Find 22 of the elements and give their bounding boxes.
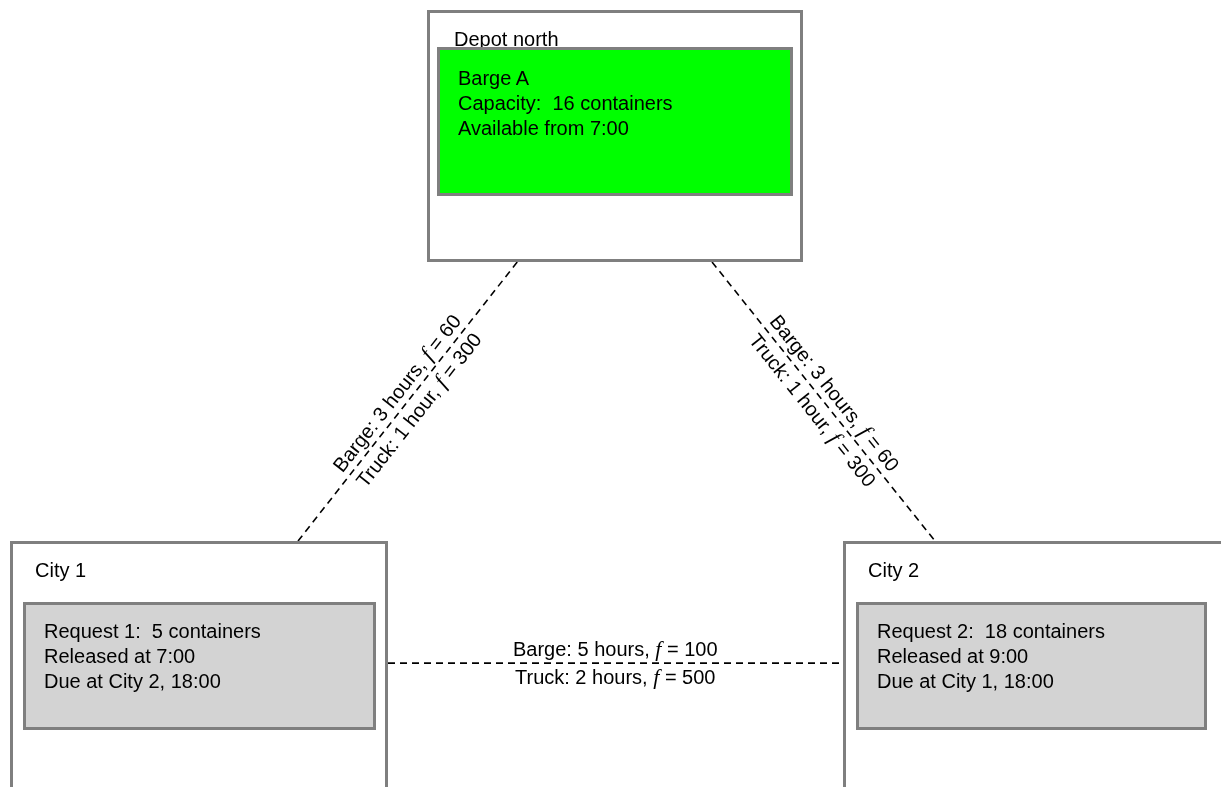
request-box	[23, 602, 376, 730]
city-box	[843, 541, 1221, 787]
request-box	[856, 602, 1207, 730]
node-heading: Request 1: 5 containers	[44, 619, 262, 644]
node-heading: Request 2: 18 containers	[877, 619, 1106, 644]
route-note: Truck: 2 hours, f = 500	[515, 665, 716, 690]
city-box	[10, 541, 388, 787]
node-detail: Released at 9:00	[877, 644, 1030, 669]
node-title: City 2	[868, 558, 921, 583]
node-detail: Due at City 2, 18:00	[44, 669, 222, 694]
node-detail: Capacity: 16 containers	[458, 91, 674, 116]
edge-label: Barge: 5 hours, f = 100	[513, 637, 718, 662]
node-detail: Due at City 1, 18:00	[877, 669, 1055, 694]
node-title: Depot north	[454, 27, 560, 52]
node-heading: Barge A	[458, 66, 531, 91]
node-detail: Available from 7:00	[458, 116, 630, 141]
depot-box	[427, 10, 803, 262]
connector-line	[297, 261, 519, 542]
node-title: City 1	[35, 558, 88, 583]
connector-line	[711, 261, 936, 542]
node-detail: Released at 7:00	[44, 644, 197, 669]
barge-box	[437, 47, 793, 196]
